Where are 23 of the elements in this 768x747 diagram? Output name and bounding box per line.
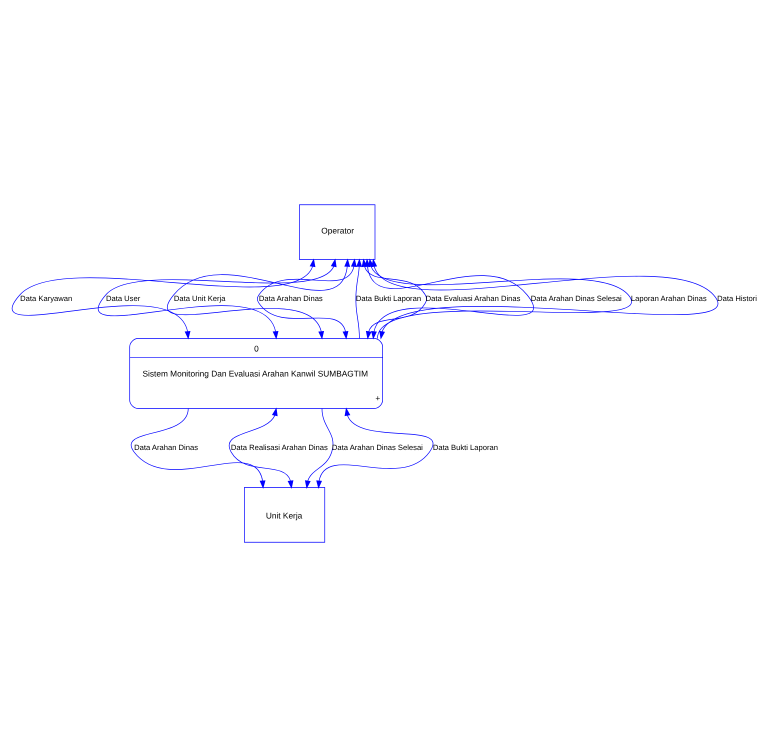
edge-label: Data Arahan Dinas Selesai (530, 294, 622, 303)
edge-label: Data Bukti Laporan (432, 442, 498, 452)
node-box: Unit Kerja (244, 487, 325, 543)
edge-label: Data Arahan Dinas (134, 442, 198, 452)
arrow (228, 407, 293, 489)
arrow (316, 407, 433, 489)
edge-label: Data Unit Kerja (173, 294, 225, 303)
node-box: Operator (298, 204, 375, 260)
edge-label: Laporan Arahan Dinas (630, 294, 706, 303)
edge-label: Data Bukti Laporan (355, 294, 421, 303)
arrow (304, 408, 333, 489)
arrow (130, 408, 265, 489)
edge-label: Data User (105, 294, 140, 303)
arrow (12, 258, 315, 340)
arrow (354, 258, 362, 339)
arrow (98, 258, 336, 340)
edge-label: Data Histori (716, 294, 756, 303)
arrow (166, 258, 350, 340)
edge-label: Data Arahan Dinas Selesai (331, 442, 422, 452)
edge-label: Data Realisasi Arahan Dinas (230, 442, 328, 452)
edge-label: Data Arahan Dinas (258, 294, 322, 303)
arrow (256, 258, 356, 340)
edge-label: Data Karyawan (20, 294, 72, 303)
